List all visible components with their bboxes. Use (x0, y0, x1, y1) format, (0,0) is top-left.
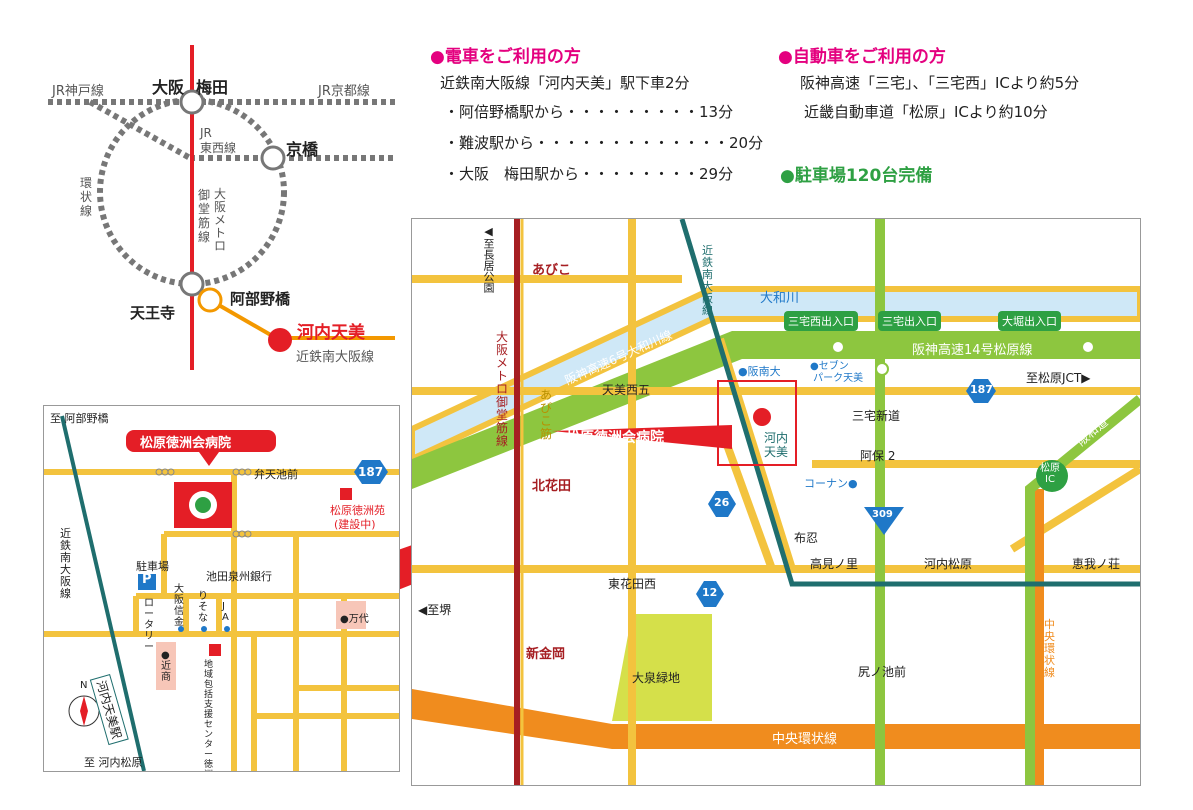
kitahanada-label: 北花田 (532, 479, 572, 494)
oizumi-park: 大泉緑地 (632, 671, 681, 685)
tokushuen-label: 松原徳洲苑 (330, 504, 385, 517)
parking-info: ●駐車場120台完備 (780, 166, 933, 186)
train-line-1: 近鉄南大阪線「河内天美」駅下車2分 (440, 74, 690, 92)
metro-label: 大 阪 メ ト ロ (214, 187, 227, 253)
midosuji-vertical: 大 阪 メ ト ロ 御 堂 筋 線 (496, 330, 509, 448)
osaka-shinkin: 大 阪 信 金 (174, 584, 184, 628)
to-abenobashi: 至 阿部野橋 (50, 412, 109, 425)
rotary-label: ロ ー タ リ ー (144, 598, 154, 653)
matsubara-ic: 松原 IC (1040, 463, 1060, 485)
midosuji-label: 御 堂 筋 線 (198, 188, 211, 244)
train-line-2: ・阿倍野橋駅から・・・・・・・・・13分 (444, 103, 734, 121)
abiko-label: あびこ (532, 263, 572, 278)
to-nagai: ◀至長居公園 (482, 225, 495, 293)
kintetsu-vertical-area: 近 鉄 南 大 阪 線 (702, 244, 713, 317)
train-line-3: ・難波駅から・・・・・・・・・・・・・20分 (444, 134, 764, 152)
kinsho: ● 近 商 (161, 650, 171, 683)
route-187-label: 187 (358, 465, 384, 479)
kintetsu-vertical: 近 鉄 南 大 阪 線 (60, 527, 71, 600)
car-line-2: 近畿自動車道「松原」ICより約10分 (804, 103, 1048, 121)
tokushuen-sub: (建設中) (334, 518, 376, 531)
shinkanaoka-label: 新金岡 (526, 647, 566, 662)
kawachi-amami-label: 河内天美 (297, 323, 365, 343)
chuo-kanjo-vertical: 中 央 環 状 線 (1044, 618, 1055, 679)
local-map: 至 阿部野橋 松原徳洲会病院 弁天池前 187 松原徳洲苑 (建設中) 近 鉄 … (43, 405, 400, 772)
hanshin14-label: 阪神高速14号松原線 (912, 343, 1033, 358)
chuo-kanjo-label: 中央環状線 (772, 732, 838, 747)
parking-icon: P (142, 572, 152, 587)
osaka-label: 大阪 (152, 78, 185, 97)
kawachi-amami-station: 河内 天美 (764, 431, 789, 459)
fuse-station: 布忍 (794, 531, 819, 545)
route-309: 309 (872, 509, 893, 520)
train-line-4: ・大阪 梅田駅から・・・・・・・・29分 (444, 165, 734, 183)
to-sakai: ◀至堺 (418, 603, 452, 617)
loop-line-label: 環 状 線 (80, 176, 93, 218)
ohori-ic: 大堀出入口 (998, 311, 1061, 331)
konan-label: コーナン● (804, 477, 858, 490)
resona: り そ な (198, 591, 208, 624)
parking-lot-label: 駐車場 (136, 560, 169, 573)
route-187: 187 (970, 383, 993, 396)
local-map-roads (44, 415, 399, 771)
yamatogawa-label: 大和川 (760, 291, 800, 306)
to-kawachi-matsubara: 至 河内松原 (84, 756, 143, 769)
jr-kobe-label: JR神戸線 (52, 84, 104, 99)
shirinoike: 尻ノ池前 (858, 665, 907, 679)
hannan-univ: ●阪南大 (738, 365, 781, 378)
abo2-label: 阿保 2 (860, 449, 896, 463)
tenminishi5: 天美西五 (602, 383, 651, 397)
miyake-ic: 三宅出入口 (878, 311, 941, 331)
train-heading: ●電車をご利用の方 (430, 47, 581, 67)
ja: J A (222, 601, 229, 623)
car-heading: ●自動車をご利用の方 (778, 47, 946, 67)
kawachi-matsubara-station: 河内松原 (924, 557, 973, 571)
area-map: ◀至長居公園 あびこ 北花田 新金岡 大 阪 メ ト ロ 御 堂 筋 線 あ び… (411, 218, 1141, 786)
community-center: 地 域 包 括 支 援 セ ン タ ー 徳 洲 会 (204, 660, 214, 771)
benten-label: 弁天池前 (254, 468, 298, 481)
kintetsu-label: 近鉄南大阪線 (296, 350, 375, 365)
abenobashi-label: 阿部野橋 (230, 290, 291, 308)
takaminosato-station: 高見ノ里 (810, 557, 859, 571)
jr-tozai-label: JR 東西線 (200, 126, 237, 155)
local-hospital-label: 松原徳洲会病院 (140, 436, 232, 451)
seven-park-tenmi: ●セブン パーク天美 (810, 361, 864, 384)
miyake-shindo: 三宅新道 (852, 409, 901, 423)
area-hospital-label: 松原徳洲会病院 (566, 430, 664, 446)
tennoji-label: 天王寺 (130, 304, 176, 322)
ikeda-bank: 池田泉州銀行 (206, 570, 272, 583)
miyakenishi-ic: 三宅西出入口 (784, 311, 858, 331)
higashi-hanada-nishi: 東花田西 (608, 577, 657, 591)
umeda-label: 梅田 (196, 78, 229, 97)
kyobashi-label: 京橋 (286, 140, 319, 159)
abiko-suji: あ び こ 筋 (540, 388, 553, 441)
route-26: 26 (714, 496, 730, 509)
railway-route-map (48, 45, 398, 370)
north-label: N (80, 680, 88, 691)
area-map-roads (412, 219, 1140, 785)
route-12: 12 (702, 586, 718, 599)
jr-kyoto-label: JR京都線 (318, 84, 370, 99)
mandai: ●万代 (340, 614, 369, 625)
car-line-1: 阪神高速「三宅」、「三宅西」ICより約5分 (800, 74, 1080, 92)
to-matsubara-jct: 至松原JCT▶ (1026, 371, 1091, 385)
eganosho-station: 恵我ノ荘 (1072, 557, 1121, 571)
